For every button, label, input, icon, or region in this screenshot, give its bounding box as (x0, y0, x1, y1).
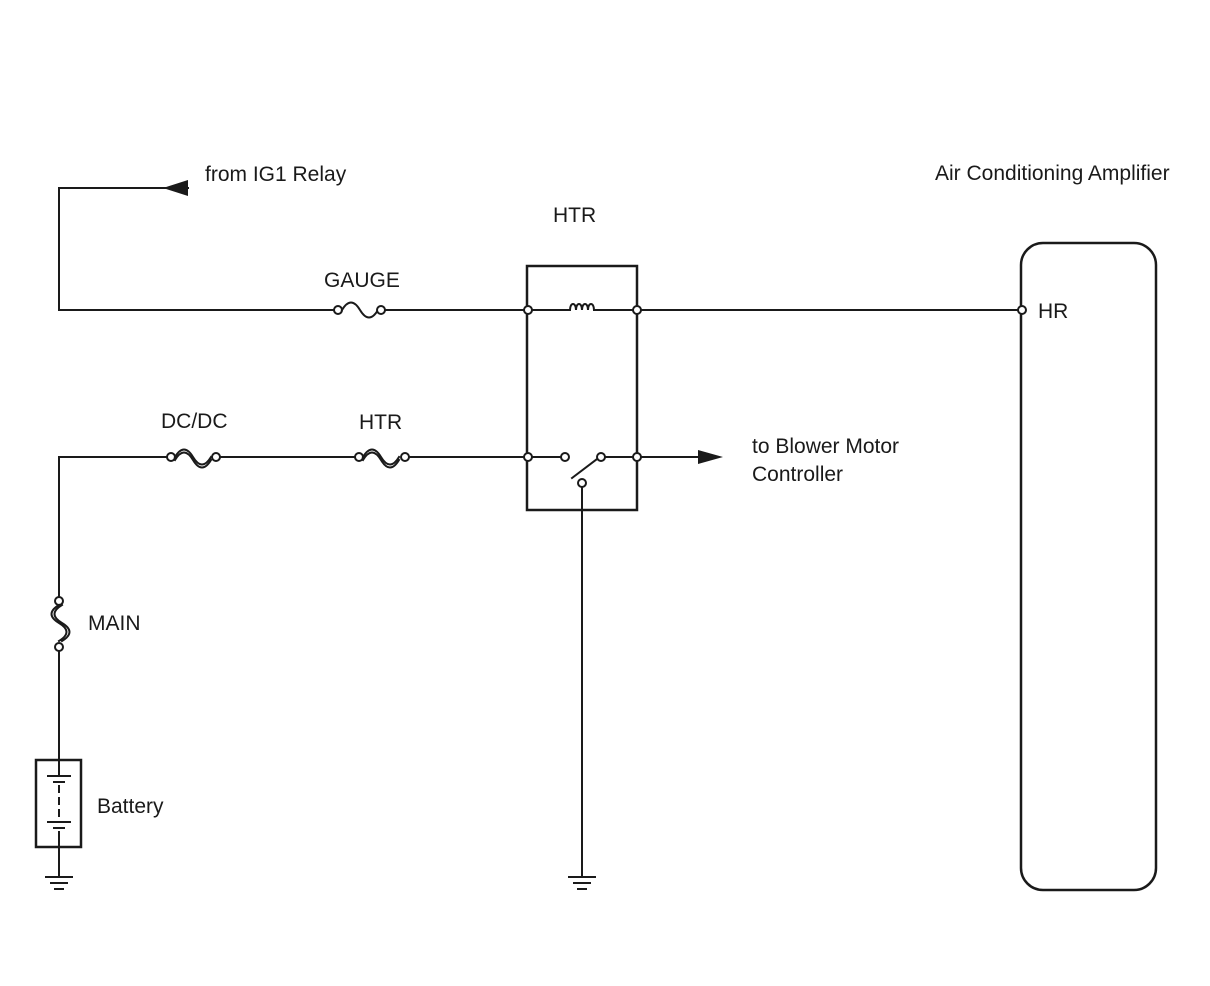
relay-coil-icon (568, 303, 596, 312)
relay-ground-icon (568, 876, 596, 890)
ig1-relay-label: from IG1 Relay (205, 163, 347, 186)
htr-fuse (354, 448, 410, 469)
dcdc-fuse (166, 448, 221, 469)
blower-arrow-icon (698, 450, 723, 464)
blower-motor-label-line2: Controller (752, 463, 843, 486)
blower-output-wire (640, 450, 723, 464)
hr-terminal (1017, 305, 1027, 315)
relay-switch-contact-icon (570, 457, 599, 480)
hr-terminal-label: HR (1038, 300, 1068, 323)
main-fuse (50, 596, 71, 652)
battery (34, 758, 83, 849)
battery-label: Battery (97, 795, 164, 818)
air-conditioning-amplifier (1017, 241, 1158, 892)
ig1-feed-wire (58, 180, 337, 311)
gauge-fuse (333, 301, 386, 319)
battery-ground-icon (45, 876, 73, 890)
main-to-dcdc-wire (58, 456, 167, 597)
ig1-arrow-icon (163, 180, 188, 196)
main-fuse-label: MAIN (88, 612, 141, 635)
htr-fuse-label: HTR (359, 411, 402, 434)
air-conditioning-amplifier-label: Air Conditioning Amplifier (935, 162, 1170, 185)
blower-motor-label-line1: to Blower Motor (752, 435, 899, 458)
dcdc-fuse-label: DC/DC (161, 410, 228, 433)
gauge-fuse-label: GAUGE (324, 269, 400, 292)
htr-relay (523, 264, 642, 512)
htr-relay-label: HTR (553, 204, 596, 227)
